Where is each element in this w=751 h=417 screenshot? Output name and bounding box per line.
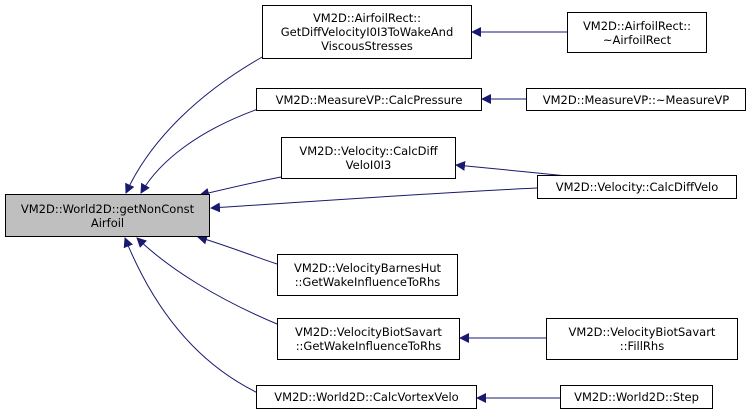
node-label-line: ::GetWakeInfluenceToRhs [295,339,442,353]
node-label-line: ~AirfoilRect [602,32,672,47]
node-biotsavart-getwake[interactable]: VM2D::VelocityBiotSavart ::GetWakeInflue… [277,318,460,360]
node-airfoilrect-dtor[interactable]: VM2D::AirfoilRect:: ~AirfoilRect [567,12,707,53]
node-label-line: ::GetWakeInfluenceToRhs [294,275,441,289]
node-label-line: ::FillRhs [619,339,665,353]
node-label-line: GetDiffVelocityI0I3ToWakeAnd [280,25,454,39]
node-label-line: VM2D::MeasureVP::CalcPressure [275,92,463,107]
node-measurevp-dtor[interactable]: VM2D::MeasureVP::~MeasureVP [526,88,746,111]
node-label-line: VM2D::AirfoilRect:: [582,18,692,33]
edge-velocity-calcdiffveloi0i3-to-root [199,176,282,198]
edge-velocity-calcdiffvelo-to-root [210,187,538,213]
node-biotsavart-fillrhs[interactable]: VM2D::VelocityBiotSavart ::FillRhs [546,318,738,360]
node-world2d-calcvortexvelo[interactable]: VM2D::World2D::CalcVortexVelo [256,385,477,409]
node-label-line: VM2D::World2D::getNonConst [20,201,195,216]
node-label-line: VM2D::VelocityBiotSavart [295,325,442,339]
node-label-line: Airfoil [90,215,125,230]
node-label-line: VeloI0I3 [345,158,392,172]
node-label-line: VM2D::World2D::CalcVortexVelo [274,390,459,404]
node-world2d-step[interactable]: VM2D::World2D::Step [560,385,713,409]
node-airfoilrect-getdiff[interactable]: VM2D::AirfoilRect:: GetDiffVelocityI0I3T… [262,5,472,59]
edge-measurevp-calcpressure-to-root [140,108,259,194]
node-label-line: ViscousStresses [321,39,413,53]
node-velocity-calcdiffveloi0i3[interactable]: VM2D::Velocity::CalcDiff VeloI0I3 [281,137,456,179]
node-velocity-calcdiffvelo[interactable]: VM2D::Velocity::CalcDiffVelo [537,175,737,199]
edge-calcdiffvelo-to-calcdiffveloi0i3 [455,160,568,177]
node-label-line: VM2D::Velocity::CalcDiff [299,144,438,158]
node-label-line: VM2D::World2D::Step [574,390,699,404]
edge-barneshut-getwake-to-root [197,234,278,265]
node-label-line: VM2D::AirfoilRect:: [312,11,422,25]
edge-world2d-calcvortexvelo-to-root [123,237,259,394]
node-measurevp-calcpressure[interactable]: VM2D::MeasureVP::CalcPressure [256,88,482,111]
edge-airfoilrect-getdiff-to-root [125,55,265,194]
node-barneshut-getwake[interactable]: VM2D::VelocityBarnesHut ::GetWakeInfluen… [277,254,458,296]
node-label-line: VM2D::VelocityBiotSavart [568,325,716,339]
node-label-line: VM2D::Velocity::CalcDiffVelo [555,180,719,194]
node-label-line: VM2D::MeasureVP::~MeasureVP [542,92,730,107]
edge-biotsavart-getwake-to-root [136,237,278,325]
node-root-getnonconstairfoil: VM2D::World2D::getNonConst Airfoil [5,194,210,237]
node-label-line: VM2D::VelocityBarnesHut [293,261,442,275]
